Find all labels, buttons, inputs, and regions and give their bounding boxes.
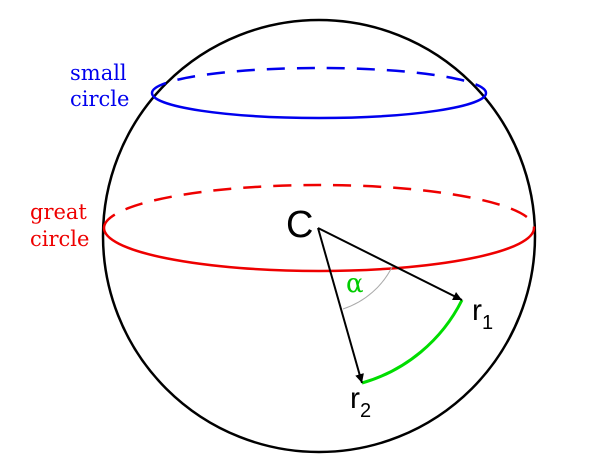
great-circle-label-2: circle [30, 227, 89, 251]
small-circle-label-2: circle [70, 87, 129, 111]
great-circle-front [102, 227, 536, 273]
r2-label: r2 [350, 382, 371, 422]
angle-arc [342, 264, 394, 310]
r1-label: r1 [472, 294, 493, 334]
small-circle-label-1: small [70, 61, 127, 85]
small-circle-front [150, 92, 488, 120]
great-circle-back [102, 183, 536, 229]
small-circle-back [150, 66, 488, 94]
vector-r1 [317, 227, 463, 301]
great-circle-label-1: great [30, 200, 87, 224]
angle-label: α [346, 269, 364, 299]
vector-r2 [317, 227, 364, 384]
sphere-outline [101, 18, 537, 454]
center-label: C [286, 204, 313, 246]
arc-r1-r2 [361, 299, 464, 385]
